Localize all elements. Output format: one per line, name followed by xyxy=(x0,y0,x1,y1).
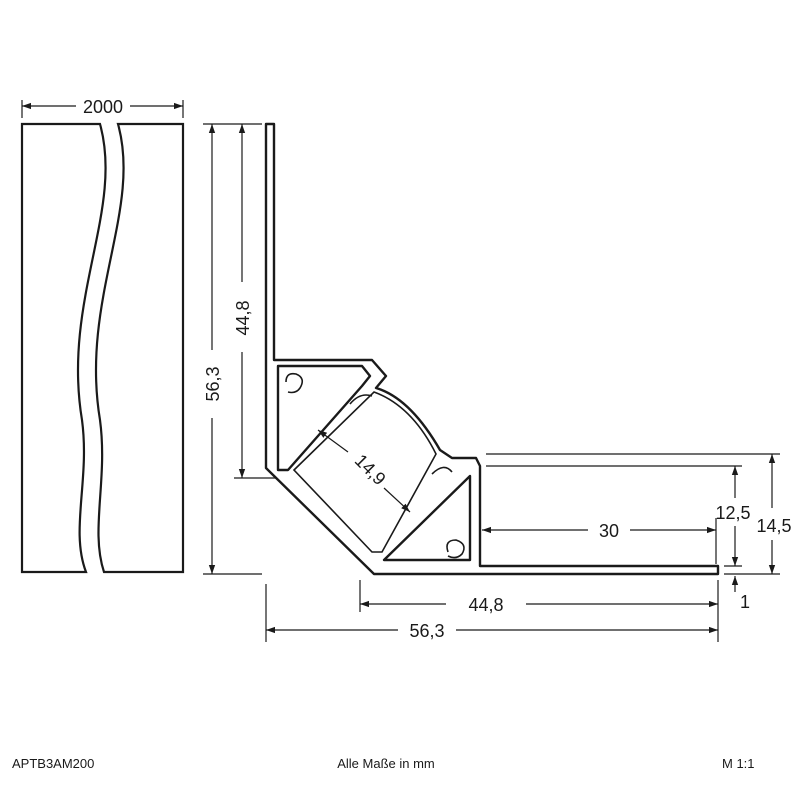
height-outer-dimension: 56,3 xyxy=(203,366,223,401)
width-outer-dimension: 56,3 xyxy=(409,621,444,641)
profile-cross-section: 14,9 xyxy=(264,122,720,576)
flange-dimension-group: 30 xyxy=(482,518,717,564)
bar-left-segment xyxy=(20,122,107,574)
scale-label: M 1:1 xyxy=(722,756,755,771)
profile-chamber-lower xyxy=(382,474,472,562)
part-number: APTB3AM200 xyxy=(12,756,94,771)
height-inner-dimension: 44,8 xyxy=(233,300,253,335)
vertical-dimensions: 56,3 44,8 xyxy=(203,123,295,575)
profile-outer-shell xyxy=(264,122,720,576)
diffuser-channel xyxy=(292,391,437,553)
screw-channel-lower xyxy=(446,539,465,559)
clip-upper xyxy=(349,394,373,405)
horizontal-dimensions: 44,8 56,3 xyxy=(265,580,719,642)
length-view: 2000 xyxy=(20,97,185,574)
width-inner-dimension: 44,8 xyxy=(468,595,503,615)
clip-lower xyxy=(431,466,453,475)
units-note: Alle Maße in mm xyxy=(337,756,435,771)
depth-outer-dimension: 14,5 xyxy=(756,516,791,536)
length-dimension: 2000 xyxy=(83,97,123,117)
screw-channel-upper xyxy=(285,372,304,394)
dimension-line xyxy=(317,429,349,453)
profile-chamber-upper xyxy=(276,364,372,472)
thickness-dimension: 1 xyxy=(740,592,750,612)
depth-inner-dimension: 12,5 xyxy=(715,503,750,523)
flange-dimension: 30 xyxy=(599,521,619,541)
bar-right-segment xyxy=(94,122,185,574)
title-block: APTB3AM200 Alle Maße in mm M 1:1 xyxy=(12,756,755,771)
dimension-line xyxy=(383,487,411,513)
right-dimensions: 12,5 14,5 1 xyxy=(486,453,792,612)
